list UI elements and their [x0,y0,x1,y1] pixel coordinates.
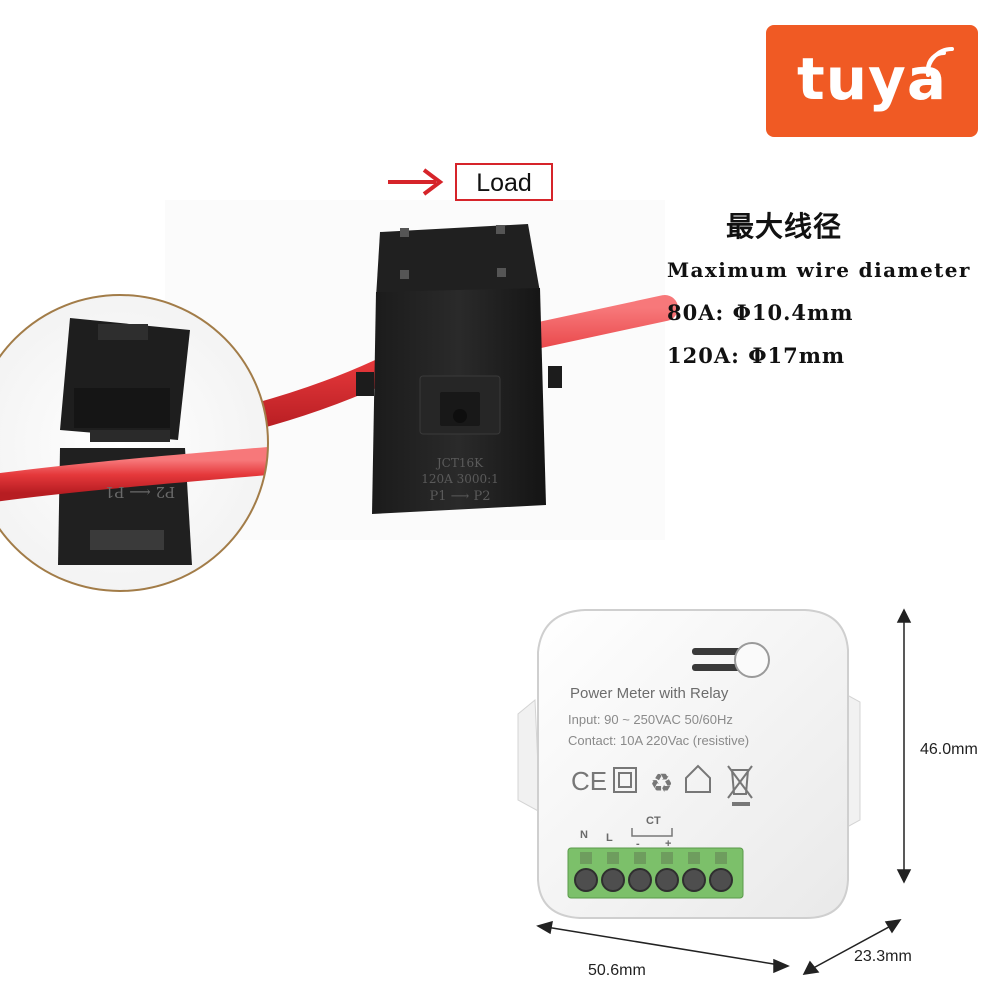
terminal-label-l: L [606,832,613,844]
svg-text:P2 ⟵ P1: P2 ⟵ P1 [105,483,175,501]
terminal-label-plus: + [665,838,672,850]
arrow-icon [388,168,444,196]
wire-spec-title-cn: 最大线径 [726,210,843,243]
wire-spec-120a: 120A: Φ17mm [667,343,846,368]
weee-bin-icon [727,765,753,806]
relay-contact-spec: Contact: 10A 220Vac (resistive) [568,733,750,748]
zoom-circle-detail: P2 ⟵ P1 [0,294,269,592]
ct-marking-1: JCT16K [435,456,484,470]
reset-button [734,642,770,678]
relay-module: CE ♻ [517,609,861,919]
ce-icon: CE [571,766,607,796]
dimension-lines [536,608,912,975]
dimension-width: 50.6mm [588,962,646,979]
recycle-icon: ♻ [650,769,673,799]
double-insulation-icon [613,767,637,793]
terminal-label-minus: - [636,838,640,850]
load-label-box: Load [455,163,553,201]
dimension-height: 46.0mm [920,741,978,758]
tuya-logo: tuya [766,25,978,137]
ct-clamp: JCT16K 120A 3000:1 P1 ⟶ P2 [356,224,562,514]
indoor-use-icon [685,764,711,793]
relay-input-spec: Input: 90 ~ 250VAC 50/60Hz [568,712,733,727]
terminal-label-n: N [580,829,588,841]
wifi-arc-icon [925,46,954,77]
ct-marking-3: P1 ⟶ P2 [430,489,491,504]
wire-spec-title-en: Maximum wire diameter [667,258,971,282]
terminal-label-ct: CT [646,815,661,827]
wire-spec-80a: 80A: Φ10.4mm [667,300,854,325]
load-label: Load [476,169,532,197]
relay-title: Power Meter with Relay [570,685,729,702]
dimension-depth: 23.3mm [854,948,912,965]
ct-marking-2: 120A 3000:1 [421,472,499,486]
tuya-logo-text: tuya [797,45,947,113]
